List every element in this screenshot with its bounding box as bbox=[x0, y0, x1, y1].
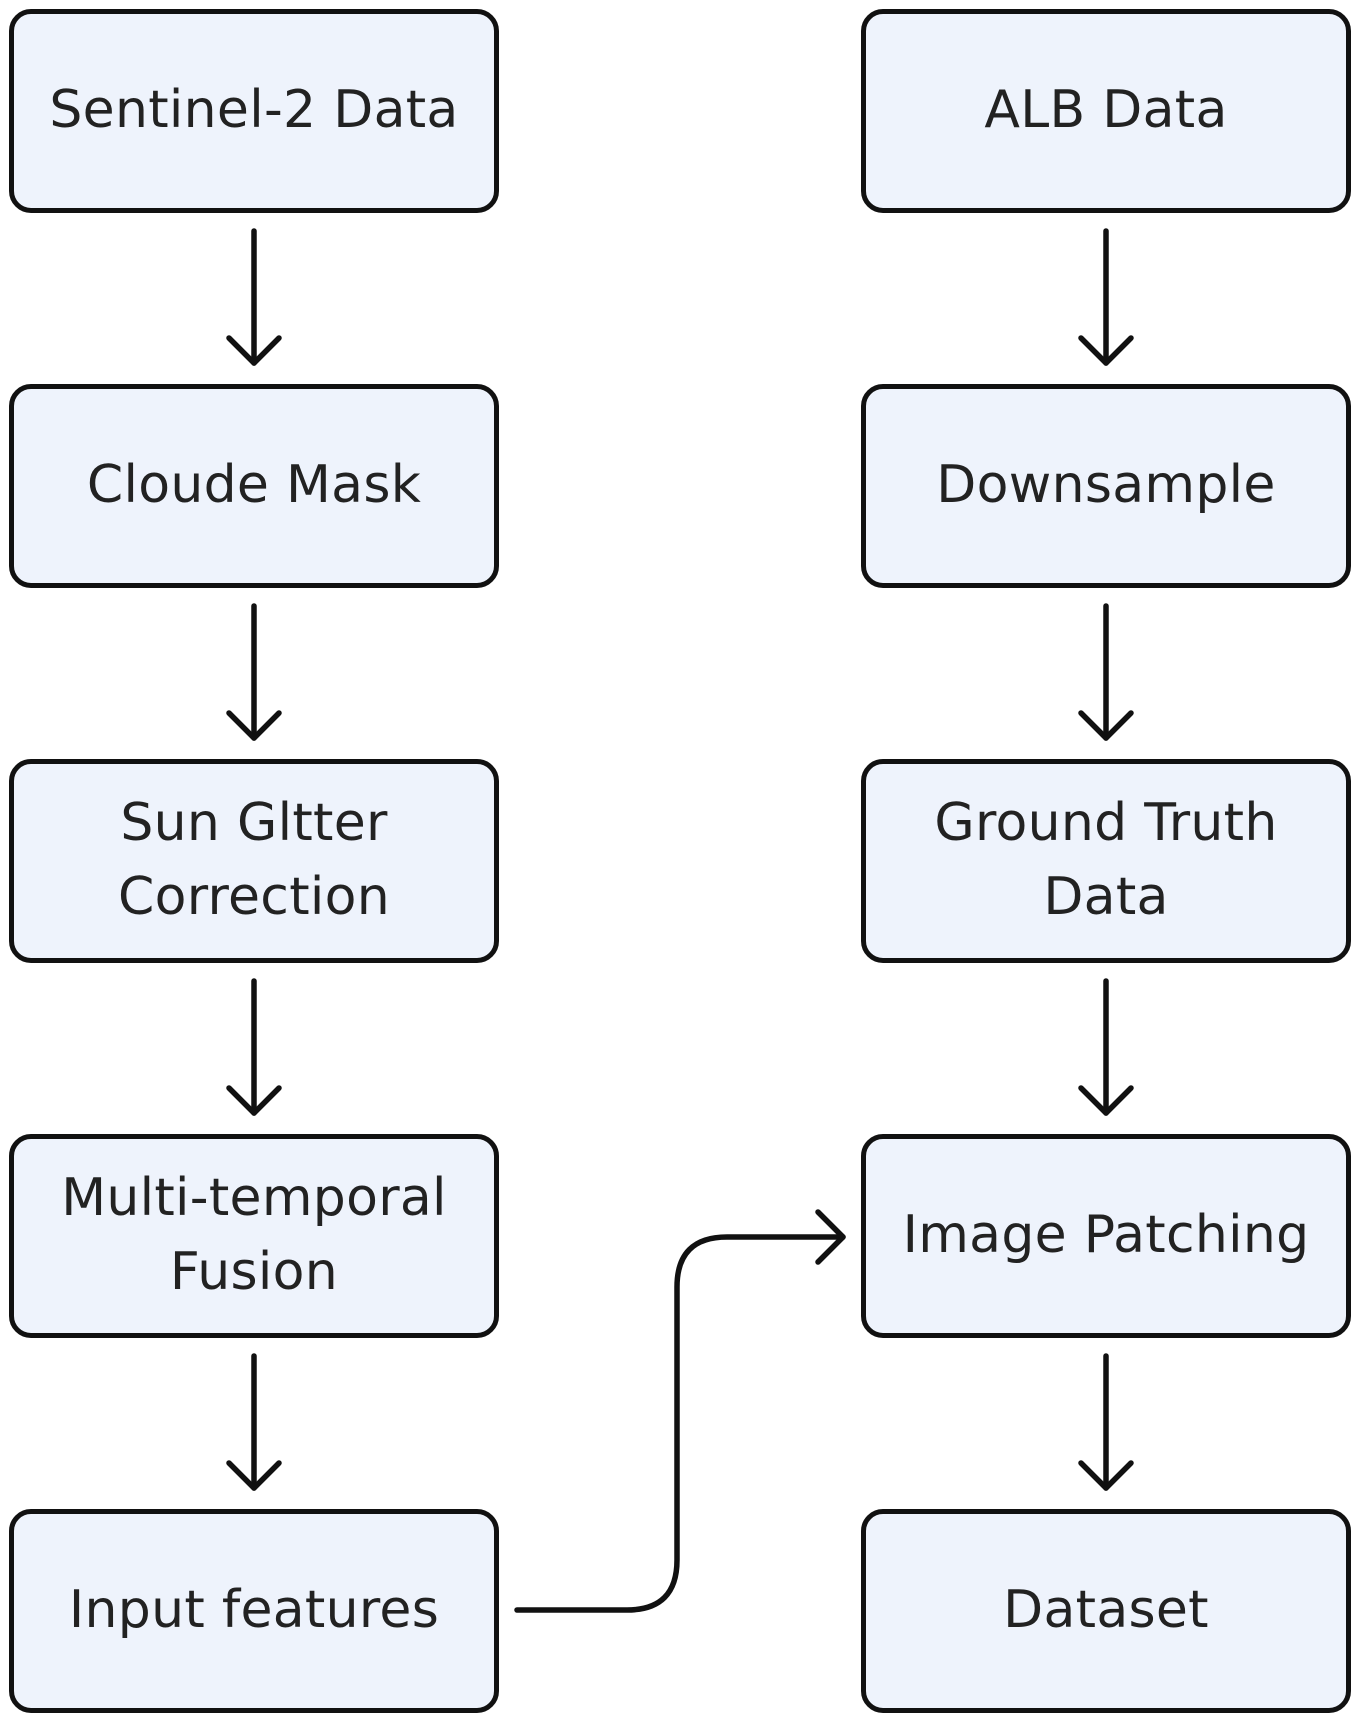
sentinel-2-data-node: Sentinel-2 Data bbox=[9, 9, 499, 213]
downsample-label: Downsample bbox=[936, 455, 1276, 516]
arrow-fusion-to-input-features bbox=[226, 1353, 282, 1491]
dataset-label: Dataset bbox=[1003, 1580, 1209, 1641]
downsample-node: Downsample bbox=[861, 384, 1351, 588]
ground-truth-data-node: Ground Truth Data bbox=[861, 759, 1351, 963]
cloud-mask-node: Cloude Mask bbox=[9, 384, 499, 588]
arrow-patching-to-dataset bbox=[1078, 1353, 1134, 1491]
image-patching-label: Image Patching bbox=[902, 1205, 1310, 1266]
alb-data-label: ALB Data bbox=[984, 80, 1228, 141]
sun-glitter-correction-label: Sun Gltter Correction bbox=[117, 793, 390, 927]
alb-data-node: ALB Data bbox=[861, 9, 1351, 213]
arrow-sun-glitter-to-fusion bbox=[226, 978, 282, 1116]
input-features-label: Input features bbox=[68, 1580, 440, 1641]
arrow-ground-truth-to-patching bbox=[1078, 978, 1134, 1116]
dataset-node: Dataset bbox=[861, 1509, 1351, 1713]
cloud-mask-label: Cloude Mask bbox=[86, 455, 422, 516]
ground-truth-data-label: Ground Truth Data bbox=[934, 793, 1278, 927]
image-patching-node: Image Patching bbox=[861, 1134, 1351, 1338]
arrow-downsample-to-ground-truth bbox=[1078, 603, 1134, 741]
input-features-node: Input features bbox=[9, 1509, 499, 1713]
arrow-alb-to-downsample bbox=[1078, 228, 1134, 366]
multi-temporal-fusion-node: Multi-temporal Fusion bbox=[9, 1134, 499, 1338]
sentinel-2-data-label: Sentinel-2 Data bbox=[49, 80, 459, 141]
arrow-sentinel-to-cloud-mask bbox=[226, 228, 282, 366]
multi-temporal-fusion-label: Multi-temporal Fusion bbox=[61, 1168, 447, 1302]
arrow-input-features-to-patching bbox=[514, 1209, 846, 1613]
arrow-cloud-mask-to-sun-glitter bbox=[226, 603, 282, 741]
sun-glitter-correction-node: Sun Gltter Correction bbox=[9, 759, 499, 963]
